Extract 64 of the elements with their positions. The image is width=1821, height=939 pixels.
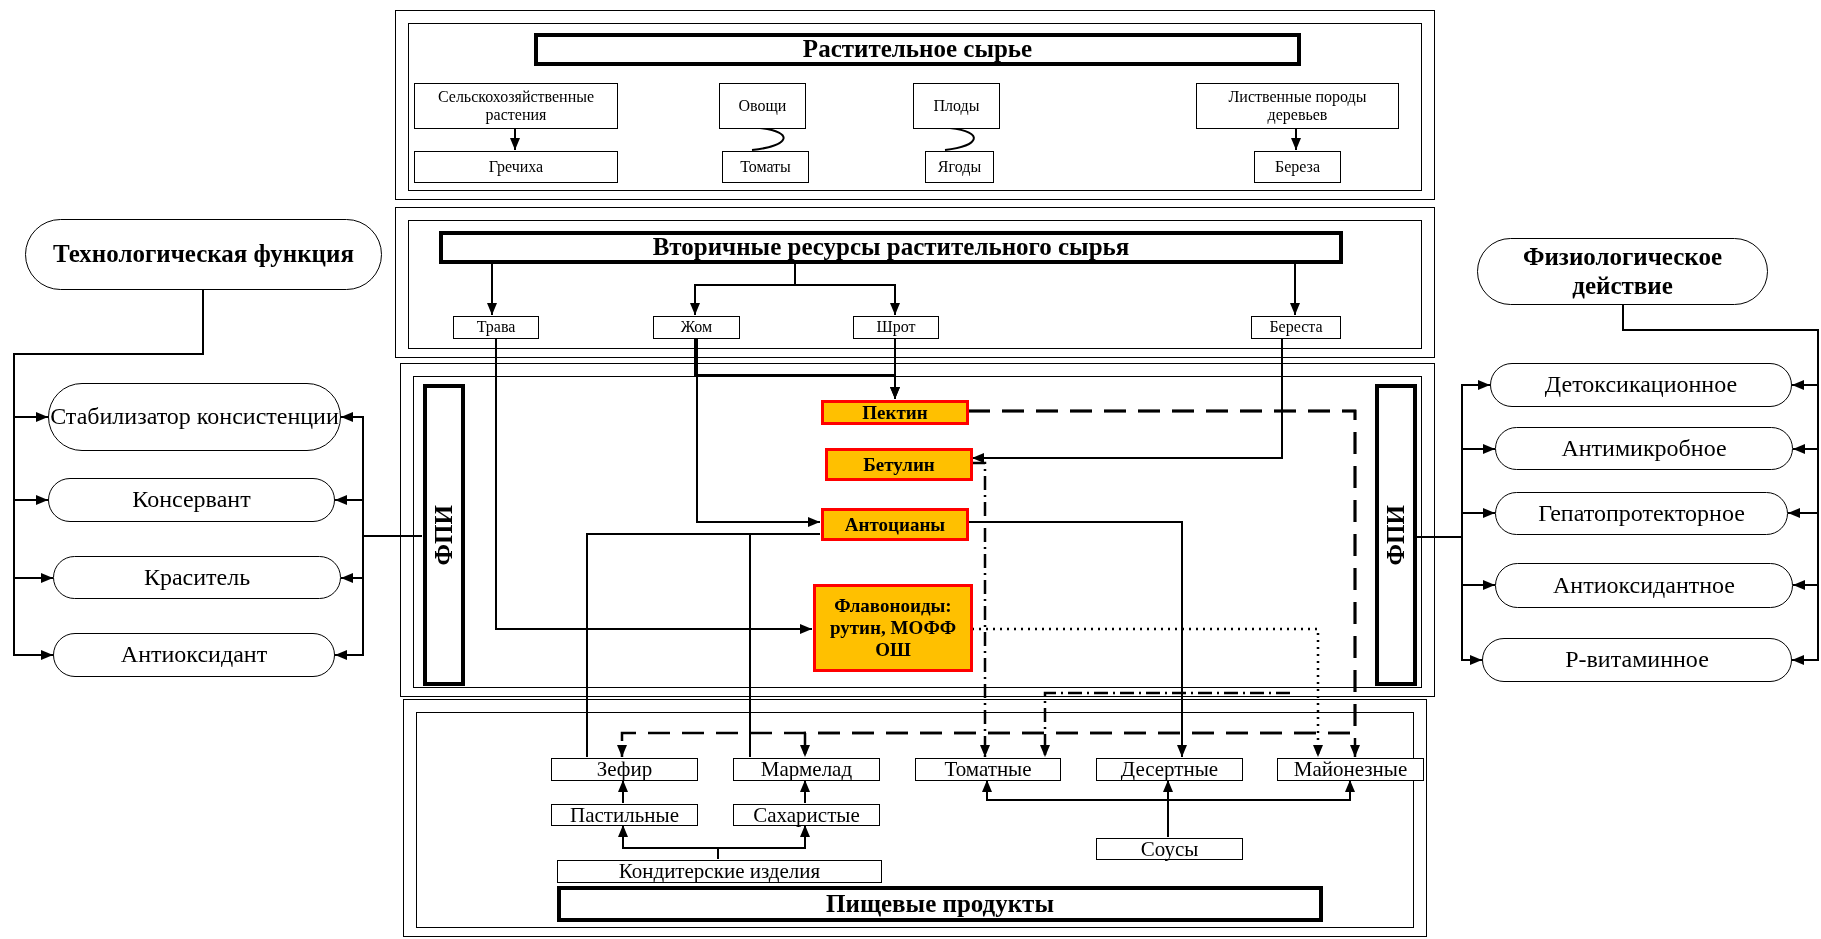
arrow [967, 521, 1187, 758]
group-pill: Технологическая функция [25, 219, 382, 290]
ingredient-box: Бетулин [825, 448, 973, 481]
category-box: Плоды [913, 83, 1000, 129]
heading-bar: Растительное сырье [534, 33, 1301, 66]
function-pill: Антимикробное [1495, 427, 1793, 470]
arrow [972, 461, 990, 757]
ingredient-box: Флавоноиды: рутин, МОФФ ОШ [813, 584, 973, 672]
arrow [1290, 262, 1300, 316]
product-box: Соусы [1096, 838, 1243, 860]
category-box: Береза [1254, 151, 1341, 183]
connector-line [749, 533, 821, 758]
product-box: Зефир [551, 758, 698, 781]
arrow [510, 127, 520, 151]
arrow [1167, 779, 1355, 838]
product-box: Майонезные [1277, 758, 1424, 781]
section-frame [395, 10, 1435, 200]
function-pill: Стабилизатор консистенции [48, 383, 341, 451]
arrow [800, 779, 810, 804]
section-frame [395, 207, 1435, 358]
function-pill: Детоксикационное [1490, 363, 1792, 407]
category-box: Шрот [853, 316, 939, 339]
product-box: Сахаристые [733, 804, 880, 826]
fpi-bar: ФПИ [1375, 384, 1417, 686]
arrow [1291, 127, 1301, 151]
arrow [334, 535, 423, 660]
function-pill: Антиоксидантное [1495, 563, 1793, 608]
product-box: Пастильные [551, 804, 698, 826]
arrow [618, 779, 628, 804]
heading-bar: Вторичные ресурсы растительного сырья [439, 231, 1343, 264]
connector-line [944, 127, 975, 151]
category-box: Ягоды [925, 151, 994, 183]
section-frame [400, 363, 1435, 697]
fpi-bar: ФПИ [423, 384, 465, 686]
arrow [487, 262, 497, 316]
arrow [1040, 691, 1290, 757]
category-box: Жом [653, 316, 740, 339]
product-box: Кондитерские изделия [557, 860, 882, 883]
heading-bar: Пищевые продукты [557, 886, 1323, 922]
arrow [696, 337, 821, 527]
ingredient-box: Пектин [821, 400, 969, 425]
product-box: Десертные [1096, 758, 1243, 781]
category-box: Овощи [719, 83, 806, 129]
category-box: Лиственные породы деревьев [1196, 83, 1399, 129]
category-box: Трава [453, 316, 539, 339]
connector-line [751, 127, 785, 151]
function-pill: Р-витаминное [1482, 638, 1792, 682]
function-pill: Консервант [48, 478, 335, 522]
arrow [495, 337, 813, 634]
category-box: Сельскохозяйственные растения [414, 83, 618, 129]
function-pill: Антиоксидант [53, 633, 335, 677]
product-box: Томатные [915, 758, 1061, 781]
product-box: Мармелад [733, 758, 880, 781]
arrow [890, 337, 900, 400]
section-frame [403, 699, 1427, 937]
arrow [971, 337, 1283, 463]
group-pill: Физиологическое действие [1477, 238, 1768, 305]
category-box: Томаты [722, 151, 809, 183]
category-box: Гречиха [414, 151, 618, 183]
category-box: Береста [1251, 316, 1341, 339]
ingredient-box: Антоцианы [821, 508, 969, 541]
arrow [968, 409, 1360, 757]
function-pill: Гепатопротекторное [1495, 492, 1788, 535]
function-pill: Краситель [53, 556, 341, 599]
